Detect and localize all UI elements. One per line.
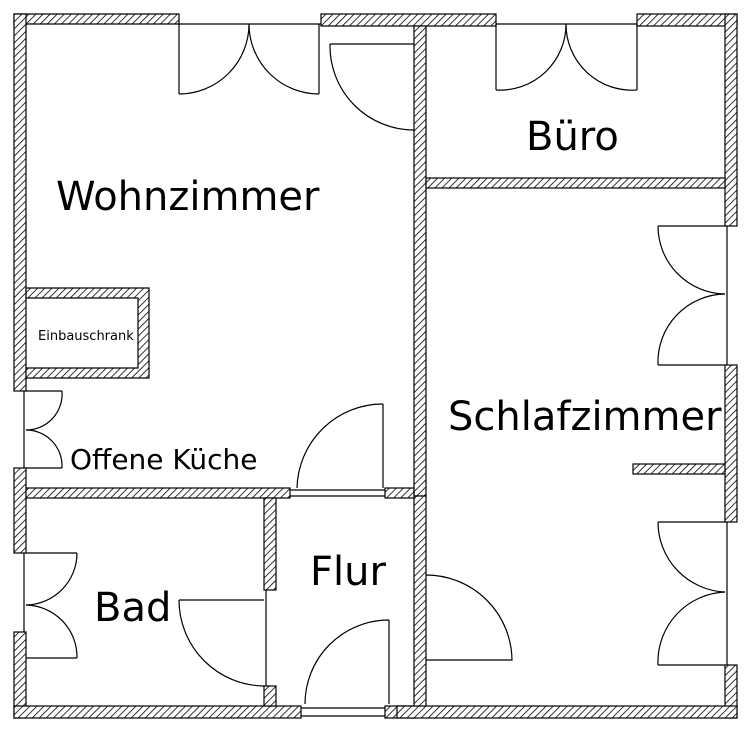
window-bath-a [25,552,78,606]
door-living-top-right [329,43,415,131]
label-einbauschrank: Einbauschrank [38,329,134,344]
wall-bedroom-stub [632,463,726,475]
window-bath-b [25,604,78,659]
door-kitchen-flur [296,403,384,489]
walls [13,13,738,719]
window-bedroom-lower-b [657,591,726,666]
label-schlafzimmer: Schlafzimmer [448,394,722,440]
window-kitchen-b [25,429,63,469]
outer-wall-left-upper [13,13,27,392]
room-labels: Wohnzimmer Büro Schlafzimmer Einbauschra… [38,114,722,631]
wall-center-vertical [413,495,427,707]
window-living-right [248,23,320,95]
window-bedroom-lower-a [657,521,726,593]
outer-wall-left-mid [13,467,27,554]
doors [25,23,726,705]
door-bedroom [425,574,513,661]
window-office-left [495,23,567,91]
label-bad: Bad [94,585,171,631]
label-wohnzimmer: Wohnzimmer [56,174,320,220]
wall-kitchen-bath-left [25,487,291,499]
door-bath [178,599,265,687]
wall-bath-flur-upper [263,497,277,591]
label-buero: Büro [526,114,619,160]
window-living-left [178,23,250,95]
door-entrance [304,619,390,705]
outer-wall-top [13,13,180,27]
wall-cabinet [25,287,150,379]
outer-wall-right-upper [724,13,738,227]
wall-office-bedroom [425,177,726,189]
window-bedroom-upper-a [657,225,726,295]
wall-living-office [413,25,427,497]
window-bedroom-upper-b [657,293,726,366]
outer-wall-bottom-right [396,705,738,719]
label-flur: Flur [310,549,386,595]
outer-wall-right-mid [724,364,738,523]
window-kitchen-a [25,390,63,431]
wall-bath-flur-lower [263,685,277,707]
wall-kitchen-flur-right [384,487,415,499]
outer-wall-bottom-left [13,705,302,719]
label-offene-kueche: Offene Küche [70,443,258,476]
outer-wall-top-mid [320,13,497,27]
window-office-right [565,23,638,91]
outer-wall-top-right [636,13,738,27]
outer-wall-left-lower [13,631,27,719]
